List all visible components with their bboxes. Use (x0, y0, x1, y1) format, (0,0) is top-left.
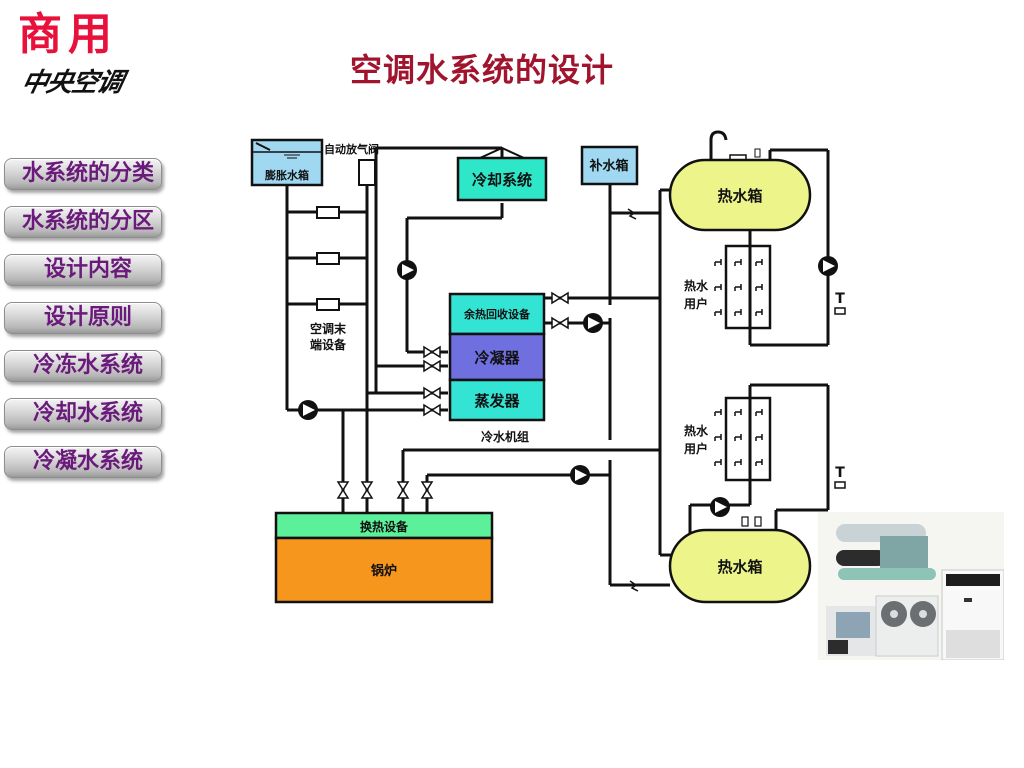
terminal-unit (316, 252, 340, 265)
pump-icon (583, 313, 603, 333)
hot-water-users-top: 热水 用户 (683, 244, 772, 330)
air-vent-label: 自动放气阀 (324, 142, 379, 156)
nav-button-water-system-zoning[interactable]: 水系统的分区 (4, 206, 162, 238)
page-title: 空调水系统的设计 (350, 51, 615, 89)
logo-bottom-text: 中央空调 (18, 68, 126, 98)
logo-top-text: 商用 (18, 9, 118, 60)
chiller-unit-label: 冷水机组 (481, 429, 529, 444)
valve-icon (397, 481, 409, 499)
nav-button-condensate-water-system[interactable]: 冷凝水系统 (4, 446, 162, 478)
hot-water-users-bottom-line1: 热水 (684, 423, 709, 438)
hot-water-tank-bottom: 热水箱 (668, 516, 812, 604)
chiller-unit: 余热回收设备 冷凝器 蒸发器 冷水机组 (448, 292, 546, 444)
terminal-equipment-label-line1: 空调末 (310, 321, 347, 336)
hot-water-users-bottom: 热水 用户 (683, 396, 772, 482)
cooling-system: 冷却系统 (456, 146, 548, 202)
nav-button-label: 设计内容 (43, 257, 132, 282)
outdoor-unit-image (826, 606, 876, 656)
nav-button-chilled-water-system[interactable]: 冷冻水系统 (4, 350, 162, 382)
check-valve-icon (627, 208, 637, 220)
pump-icon (397, 260, 417, 280)
makeup-tank: 补水箱 (580, 145, 639, 186)
heat-exchanger-label: 换热设备 (360, 519, 409, 534)
hot-water-tank-top-label: 热水箱 (717, 187, 762, 205)
valve-icon (423, 387, 441, 399)
nav-button-label: 冷凝水系统 (32, 449, 143, 474)
hot-water-users-bottom-line2: 用户 (683, 441, 708, 456)
boiler-assembly: 换热设备 锅炉 (274, 511, 494, 604)
makeup-tank-label: 补水箱 (588, 158, 628, 174)
cooling-system-label: 冷却系统 (472, 171, 532, 189)
terminal-equipment-label-line2: 端设备 (310, 337, 347, 352)
nav-button-label: 设计原则 (43, 305, 132, 330)
valve-icon (423, 404, 441, 416)
pump-icon (298, 400, 318, 420)
nav-button-label: 冷却水系统 (32, 401, 143, 426)
thermometer-top: T (834, 291, 846, 315)
sidebar-nav: 水系统的分类 水系统的分区 设计内容 设计原则 冷冻水系统 冷却水系统 冷凝水系… (4, 158, 170, 494)
pump-icon (818, 256, 838, 276)
terminal-units (316, 206, 340, 311)
nav-button-water-system-classification[interactable]: 水系统的分类 (4, 158, 162, 190)
valve-icon (423, 360, 441, 372)
expansion-tank-label: 膨胀水箱 (264, 168, 309, 182)
air-vent-valve: 自动放气阀 (324, 142, 379, 186)
valve-icon (421, 481, 433, 499)
boiler-label: 锅炉 (371, 563, 397, 579)
thermometer-label: T (835, 291, 845, 307)
condenser-label: 冷凝器 (474, 349, 520, 367)
thermometer-label: T (835, 465, 845, 481)
terminal-unit (316, 298, 340, 311)
hot-water-tank-bottom-label: 热水箱 (717, 558, 762, 576)
nav-button-design-content[interactable]: 设计内容 (4, 254, 162, 286)
nav-button-label: 冷冻水系统 (32, 353, 143, 378)
hvac-equipment-photo (818, 512, 1004, 660)
nav-button-label: 水系统的分区 (21, 209, 154, 234)
hot-water-users-top-line2: 用户 (683, 296, 708, 311)
nav-button-cooling-water-system[interactable]: 冷却水系统 (4, 398, 162, 430)
valve-icon (551, 317, 569, 329)
nav-button-design-principles[interactable]: 设计原则 (4, 302, 162, 334)
floor-standing-ac-image (941, 569, 1004, 660)
valve-icon (423, 346, 441, 358)
evaporator-label: 蒸发器 (474, 392, 520, 410)
pump-icon (710, 497, 730, 517)
heat-recovery-label: 余热回收设备 (463, 307, 531, 321)
terminal-unit (316, 206, 340, 219)
hvac-water-system-diagram: 膨胀水箱 自动放气阀 空调末 端设备 冷却系统 余热回收设备 冷凝器 蒸发器 冷… (250, 130, 846, 604)
valve-icon (361, 481, 373, 499)
brand-logo: 商用 中央空调 (18, 10, 168, 100)
valve-icon (551, 292, 569, 304)
check-valve-icon (629, 580, 639, 592)
hot-water-tank-top: 热水箱 (668, 148, 812, 232)
expansion-tank: 膨胀水箱 (250, 138, 324, 187)
thermometer-bottom: T (834, 465, 846, 489)
nav-button-label: 水系统的分类 (21, 161, 154, 186)
chiller-image (836, 524, 936, 580)
valve-icon (337, 481, 349, 499)
hot-water-users-top-line1: 热水 (684, 278, 709, 293)
condensing-unit-image (875, 595, 939, 657)
pump-icon (570, 465, 590, 485)
